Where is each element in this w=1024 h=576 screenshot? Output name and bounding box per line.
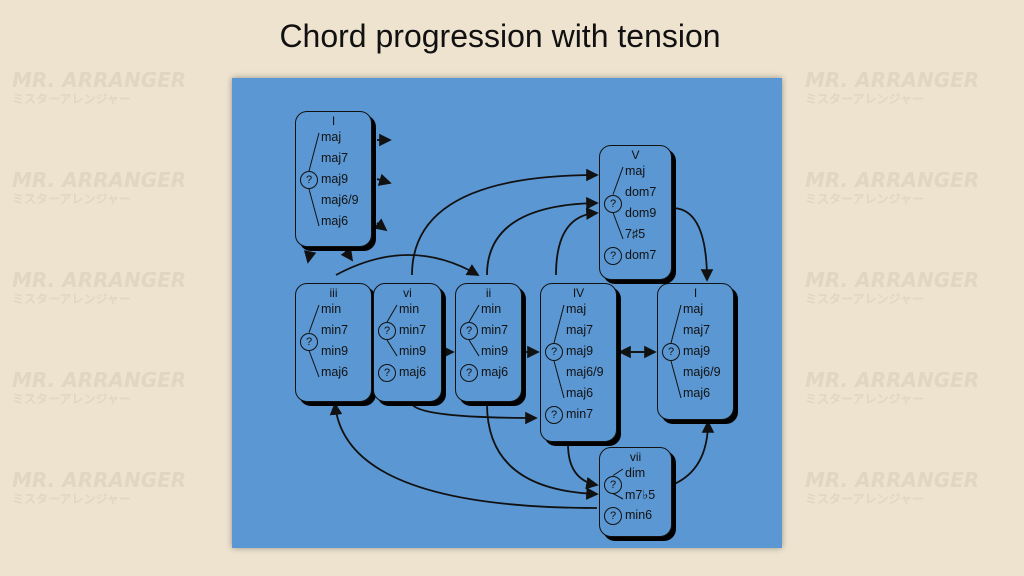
chord-quality: min7 xyxy=(321,323,349,337)
arrow xyxy=(335,254,480,276)
branch-lines xyxy=(308,132,320,227)
branch-lines xyxy=(386,304,398,357)
arrow xyxy=(555,207,599,276)
arrow xyxy=(340,247,354,262)
question-circle-icon: ? xyxy=(460,364,478,382)
arrow xyxy=(671,420,715,486)
arrow xyxy=(486,403,599,500)
chord-quality: maj6 xyxy=(321,365,349,379)
chord-quality: maj7 xyxy=(683,323,711,337)
question-circle-icon: ? xyxy=(604,475,622,494)
chord-quality: maj6/9 xyxy=(683,365,721,379)
chord-quality: min7 xyxy=(399,323,427,337)
arrow xyxy=(373,218,388,232)
chord-quality: min9 xyxy=(481,344,509,358)
question-circle-icon: ? xyxy=(378,364,396,382)
chord-quality: maj xyxy=(566,302,587,316)
roman-numeral: vii xyxy=(629,450,642,464)
chord-box-iii: iii min min7 min9 maj6? xyxy=(295,283,372,402)
question-circle-icon: ? xyxy=(300,332,318,351)
roman-numeral: I xyxy=(693,286,698,300)
question-circle-icon: ? xyxy=(460,322,478,340)
chord-quality: maj xyxy=(683,302,704,316)
chord-quality: maj6/9 xyxy=(566,365,604,379)
roman-numeral: V xyxy=(631,148,640,162)
branch-lines xyxy=(670,304,682,399)
question-circle-icon: ? xyxy=(604,194,622,213)
chord-quality: maj xyxy=(625,164,646,178)
chord-quality: maj9 xyxy=(321,172,349,186)
roman-numeral: IV xyxy=(572,286,585,300)
chord-quality: m7♭5 xyxy=(625,488,656,502)
arrow xyxy=(376,173,392,186)
roman-numeral: vi xyxy=(403,286,412,300)
arrow xyxy=(411,168,599,276)
chord-quality: min9 xyxy=(321,344,349,358)
arrow xyxy=(486,196,599,276)
chord-quality: maj6 xyxy=(566,386,594,400)
branch-lines xyxy=(612,166,624,240)
chord-quality: maj9 xyxy=(683,344,711,358)
branch-lines xyxy=(553,304,565,399)
chord-quality: min9 xyxy=(399,344,427,358)
chord-quality: maj6 xyxy=(481,365,509,379)
chord-quality: min xyxy=(481,302,502,316)
chord-quality: min xyxy=(399,302,420,316)
branch-lines xyxy=(468,304,480,357)
chord-box-vii: vii dim m7♭5 min6?? xyxy=(599,447,672,537)
chord-quality: maj7 xyxy=(321,151,349,165)
chord-quality: maj6 xyxy=(399,365,427,379)
chord-quality: maj6/9 xyxy=(321,193,359,207)
chord-quality: dom7 xyxy=(625,185,657,199)
chord-quality: maj xyxy=(321,130,342,144)
chord-box-ii: ii min min7 min9 maj6?? xyxy=(455,283,522,402)
question-circle-icon: ? xyxy=(604,247,622,265)
roman-numeral: I xyxy=(331,114,336,128)
chord-quality: min7 xyxy=(566,407,594,421)
chord-quality: maj6 xyxy=(321,214,349,228)
arrow xyxy=(329,402,598,509)
question-circle-icon: ? xyxy=(378,322,396,340)
chord-quality: dim xyxy=(625,466,646,480)
chord-quality: 7♯5 xyxy=(625,227,646,241)
chord-quality: maj7 xyxy=(566,323,594,337)
chord-quality: dom9 xyxy=(625,206,657,220)
chord-box-vi: vi min min7 min9 maj6?? xyxy=(373,283,442,402)
question-circle-icon: ? xyxy=(545,406,563,424)
branch-lines xyxy=(308,304,320,378)
question-circle-icon: ? xyxy=(662,343,680,361)
arrow xyxy=(567,443,599,490)
chord-box-iv: IV maj maj7 maj9 maj6/9 maj6 min7?? xyxy=(540,283,617,442)
chord-quality: min xyxy=(321,302,342,316)
arrow xyxy=(411,403,538,425)
roman-numeral: ii xyxy=(485,286,492,300)
chord-quality: min7 xyxy=(481,323,509,337)
roman-numeral: iii xyxy=(329,286,338,300)
chord-quality: maj9 xyxy=(566,344,594,358)
branch-lines xyxy=(612,468,624,500)
question-circle-icon: ? xyxy=(545,343,563,361)
chord-quality: min6 xyxy=(625,508,653,522)
arrow xyxy=(303,250,317,264)
question-circle-icon: ? xyxy=(604,507,622,525)
slide-title: Chord progression with tension xyxy=(279,18,721,54)
chord-quality: maj6 xyxy=(683,386,711,400)
question-circle-icon: ? xyxy=(300,171,318,189)
arrow xyxy=(671,207,714,282)
chord-quality: dom7 xyxy=(625,248,657,262)
